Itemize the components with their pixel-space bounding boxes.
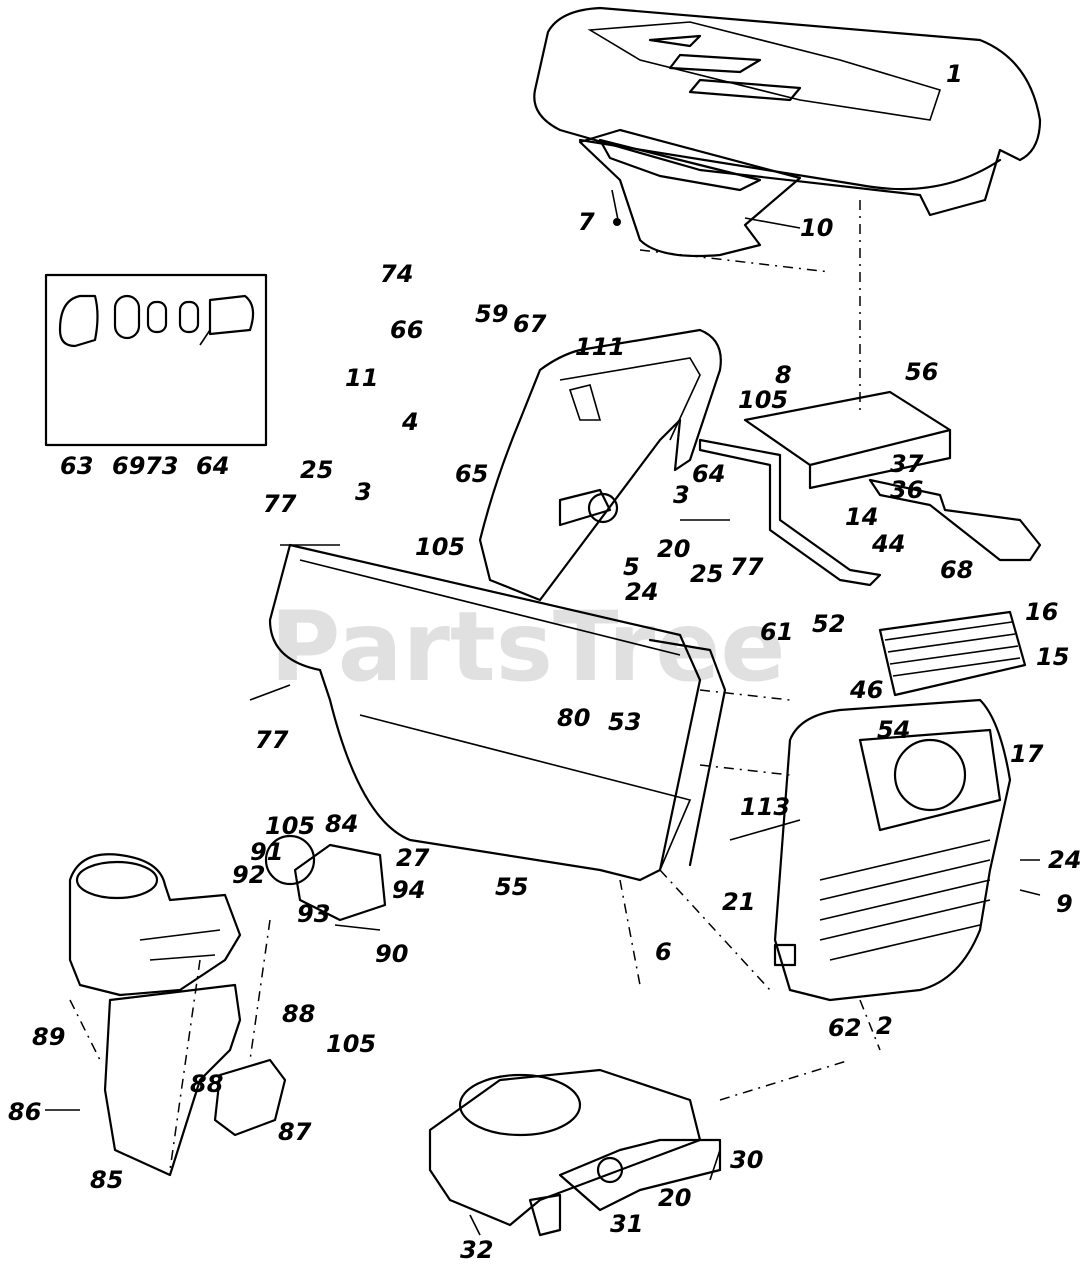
inset-label-64: 64 bbox=[196, 452, 229, 480]
part-label-85: 85 bbox=[90, 1166, 123, 1194]
part-label-93: 93 bbox=[297, 900, 330, 928]
part-label-44: 44 bbox=[871, 530, 905, 558]
part-label-90: 90 bbox=[375, 940, 408, 968]
part-label-111: 111 bbox=[575, 333, 625, 361]
part-label-4: 4 bbox=[401, 408, 419, 436]
part-label-88a: 88 bbox=[282, 1000, 315, 1028]
part-label-94: 94 bbox=[392, 876, 425, 904]
part-label-9: 9 bbox=[1056, 890, 1073, 918]
part-label-88b: 88 bbox=[190, 1070, 223, 1098]
part-label-37: 37 bbox=[890, 450, 924, 478]
part-label-20b: 20 bbox=[658, 1184, 691, 1212]
part-label-5: 5 bbox=[623, 553, 640, 581]
inset-label-63: 63 bbox=[60, 452, 93, 480]
part-label-30: 30 bbox=[730, 1146, 763, 1174]
part-label-61: 61 bbox=[760, 618, 793, 646]
part-label-59: 59 bbox=[475, 300, 508, 328]
console-bracket-part bbox=[478, 328, 722, 602]
part-label-105c: 105 bbox=[265, 812, 315, 840]
part-label-10: 10 bbox=[800, 214, 833, 242]
part-label-16: 16 bbox=[1025, 598, 1058, 626]
part-label-53: 53 bbox=[608, 708, 641, 736]
part-label-89: 89 bbox=[32, 1023, 65, 1051]
part-label-55: 55 bbox=[495, 873, 528, 901]
part-label-80: 80 bbox=[557, 704, 590, 732]
part-labels: 1 10 7 74 59 67 66 111 11 4 65 64 3 25 7… bbox=[8, 60, 1081, 1264]
part-label-77c: 77 bbox=[255, 726, 289, 754]
part-label-3: 3 bbox=[355, 478, 372, 506]
part-label-113: 113 bbox=[740, 793, 790, 821]
part-label-15: 15 bbox=[1036, 643, 1069, 671]
inset-labels: 63 69 73 64 bbox=[60, 452, 229, 480]
screw-7 bbox=[613, 218, 621, 226]
part-label-66: 66 bbox=[390, 316, 423, 344]
part-label-21: 21 bbox=[722, 888, 755, 916]
part-label-27: 27 bbox=[396, 844, 430, 872]
louvre-panel-part bbox=[878, 610, 1027, 697]
part-label-87: 87 bbox=[278, 1118, 312, 1146]
watermark-text: PartsTree bbox=[270, 591, 785, 703]
part-label-32: 32 bbox=[460, 1236, 493, 1264]
part-label-24b: 24 bbox=[1048, 846, 1081, 874]
part-label-11: 11 bbox=[345, 364, 378, 392]
part-label-92: 92 bbox=[232, 861, 265, 889]
seat-pan-part bbox=[698, 390, 1042, 587]
part-label-17: 17 bbox=[1010, 740, 1044, 768]
part-label-77b: 77 bbox=[730, 553, 764, 581]
part-label-65: 65 bbox=[455, 460, 488, 488]
part-label-64: 64 bbox=[692, 460, 725, 488]
hood-front-panel-part bbox=[268, 543, 727, 882]
part-label-77: 77 bbox=[263, 490, 297, 518]
dash-panel-part bbox=[578, 128, 802, 258]
inset-label-73: 73 bbox=[145, 452, 178, 480]
part-label-2: 2 bbox=[876, 1012, 893, 1040]
part-label-84: 84 bbox=[325, 810, 358, 838]
part-label-56: 56 bbox=[905, 358, 938, 386]
frame-part bbox=[428, 1068, 722, 1237]
part-label-52: 52 bbox=[812, 610, 845, 638]
part-label-74: 74 bbox=[380, 260, 413, 288]
part-label-46: 46 bbox=[849, 676, 883, 704]
hood-part bbox=[533, 6, 1042, 217]
part-label-1: 1 bbox=[946, 60, 963, 88]
grille-part bbox=[773, 698, 1012, 1002]
part-label-6: 6 bbox=[655, 938, 672, 966]
inset-label-69: 69 bbox=[112, 452, 145, 480]
part-label-91: 91 bbox=[250, 838, 283, 866]
part-label-36: 36 bbox=[890, 476, 923, 504]
part-label-7: 7 bbox=[578, 208, 595, 236]
part-label-20: 20 bbox=[657, 535, 690, 563]
engine-part bbox=[68, 834, 387, 1177]
part-label-25b: 25 bbox=[690, 560, 723, 588]
part-label-24: 24 bbox=[625, 578, 658, 606]
part-label-105d: 105 bbox=[326, 1030, 376, 1058]
part-label-14: 14 bbox=[845, 503, 878, 531]
part-label-8: 8 bbox=[775, 361, 792, 389]
part-label-25: 25 bbox=[300, 456, 333, 484]
part-label-105b: 105 bbox=[738, 386, 788, 414]
part-label-62: 62 bbox=[828, 1014, 861, 1042]
part-label-54: 54 bbox=[877, 716, 910, 744]
part-label-67: 67 bbox=[513, 310, 547, 338]
part-label-3b: 3 bbox=[673, 481, 690, 509]
part-label-31: 31 bbox=[610, 1210, 643, 1238]
inset-box bbox=[44, 273, 268, 447]
part-label-68: 68 bbox=[940, 556, 973, 584]
part-label-105: 105 bbox=[415, 533, 465, 561]
part-label-86: 86 bbox=[8, 1098, 41, 1126]
